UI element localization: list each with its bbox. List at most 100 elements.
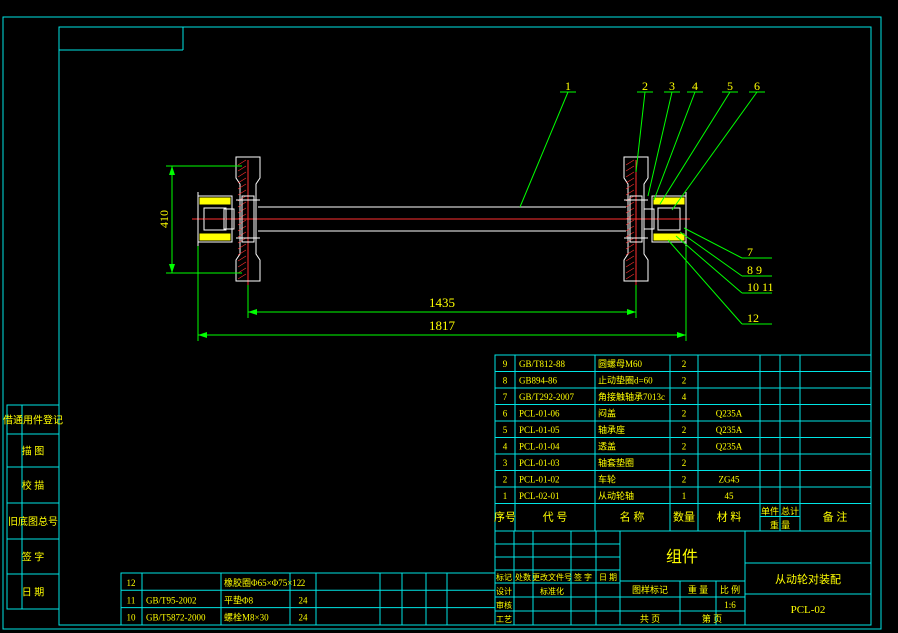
wheel-hatch [625, 171, 635, 178]
wheel-hatch [625, 273, 635, 280]
balloon-number: 2 [642, 79, 648, 93]
small-bom-no: 12 [127, 578, 136, 588]
bom-cell-code: PCL-01-04 [519, 442, 560, 452]
bearing-race-bottom [653, 233, 685, 241]
assembly-label: 组件 [666, 548, 698, 566]
small-bom-code: GB/T5872-2000 [146, 613, 206, 623]
revision-label: 日 期 [599, 573, 617, 582]
strip-label: 旧底图总号 [8, 515, 58, 528]
bom-cell-code: GB/T292-2007 [519, 392, 574, 402]
wheel-hatch [625, 159, 635, 166]
wheel-hatch [237, 249, 247, 256]
wheel-hatch [625, 267, 635, 274]
bom-cell-code: PCL-02-01 [519, 491, 560, 501]
stage-marker-label: 图样标记 [632, 584, 668, 595]
wheel-hatch [237, 243, 247, 250]
bom-header-weight: 重 量 [770, 520, 790, 531]
dim-arrow [169, 166, 175, 175]
strip-border [6, 404, 60, 610]
dim-arrow [198, 332, 207, 338]
bom-cell-qty: 2 [682, 475, 687, 485]
balloon-leader [519, 91, 569, 208]
wheel-hatch [237, 177, 247, 184]
drawing-number: PCL-02 [791, 604, 826, 616]
wheel-hatch [237, 165, 247, 172]
round-nut [643, 208, 655, 230]
bom-header-name: 名 称 [620, 510, 645, 524]
wheel-hatch [237, 267, 247, 274]
small-bom-qty: 2 [301, 578, 306, 588]
wheel-hatch [237, 273, 247, 280]
bom-cell-qty: 2 [682, 409, 687, 419]
bearing-race-top [199, 197, 231, 205]
strip-label: 校 描 [22, 479, 45, 492]
scale-value: 1:6 [724, 600, 736, 610]
bom-cell-code: PCL-01-06 [519, 409, 560, 419]
dim-arrow [248, 309, 257, 315]
wheel-outline [235, 156, 261, 282]
strip-label: 签 字 [22, 551, 45, 564]
small-bom-no: 10 [127, 613, 137, 623]
outer-border [2, 16, 882, 630]
bom-cell-qty: 2 [682, 458, 687, 468]
balloon-number: 5 [727, 79, 733, 93]
small-bom-name: 平垫Φ8 [224, 594, 254, 605]
strip-label: 日 期 [22, 587, 45, 599]
bom-cell-no: 6 [503, 409, 508, 419]
title-block: 标记处数更改文件号签 字日 期设计标准化审核工艺组件图样标记重 量比 例1:6共… [494, 530, 872, 626]
role-process: 工艺 [496, 615, 512, 624]
bom-cell-name: 从动轮轴 [598, 490, 634, 501]
bom-cell-material: 45 [725, 491, 735, 501]
wheel-hub [629, 195, 643, 243]
balloon-leader [647, 91, 673, 197]
drawing-name: 从动轮对装配 [775, 572, 841, 586]
balloon-leader [667, 239, 743, 325]
wheel-hatch [625, 183, 635, 190]
dim-inner-value: 1435 [429, 295, 455, 310]
balloon-leader [679, 231, 743, 277]
revision-label: 更改文件号 [532, 572, 572, 582]
bom-cell-no: 9 [503, 359, 508, 369]
sheet-number: 第 页 [702, 613, 722, 624]
balloon-leader [683, 227, 743, 259]
bom-header-code: 代 号 [543, 511, 568, 524]
sheet-total: 共 页 [640, 614, 660, 624]
bom-cell-name: 透盖 [598, 441, 616, 452]
balloon-leader [659, 91, 731, 205]
balloon-number: 10 11 [747, 280, 774, 294]
bom-header-qty: 数量 [673, 511, 695, 524]
balloon-number: 12 [747, 311, 759, 325]
bom-cell-qty: 2 [682, 425, 687, 435]
bom-cell-name: 止动垫圈d=60 [598, 375, 653, 386]
balloon-leader [653, 91, 696, 201]
wheel-hatch [625, 189, 635, 196]
balloon-leader [635, 91, 646, 173]
dim-height-value: 410 [157, 210, 171, 228]
wheel-hatch [625, 243, 635, 250]
dim-arrow [169, 264, 175, 273]
bom-cell-code: PCL-01-03 [519, 458, 560, 468]
role-standardization: 标准化 [540, 586, 564, 596]
bom-cell-qty: 2 [682, 359, 687, 369]
bom-cell-no: 3 [503, 458, 508, 468]
wheel-hatch [237, 159, 247, 166]
bom-cell-code: GB/T812-88 [519, 359, 565, 369]
bom-cell-name: 圆螺母M60 [598, 359, 643, 369]
bom-cell-no: 5 [503, 425, 508, 435]
scale-label: 比 例 [720, 584, 740, 595]
wheel-hub [241, 195, 255, 243]
strip-label: 借通用件登记 [3, 414, 63, 427]
wheelset-assembly-view [192, 156, 690, 285]
revision-label: 签 字 [574, 572, 592, 582]
bom-header-material: 材 料 [717, 510, 742, 524]
bom-cell-code: PCL-01-02 [519, 475, 560, 485]
wheel-hatch [237, 171, 247, 178]
bom-cell-code: GB894-86 [519, 376, 557, 386]
small-bom-qty: 24 [299, 595, 309, 605]
balloon-number: 6 [754, 79, 760, 93]
